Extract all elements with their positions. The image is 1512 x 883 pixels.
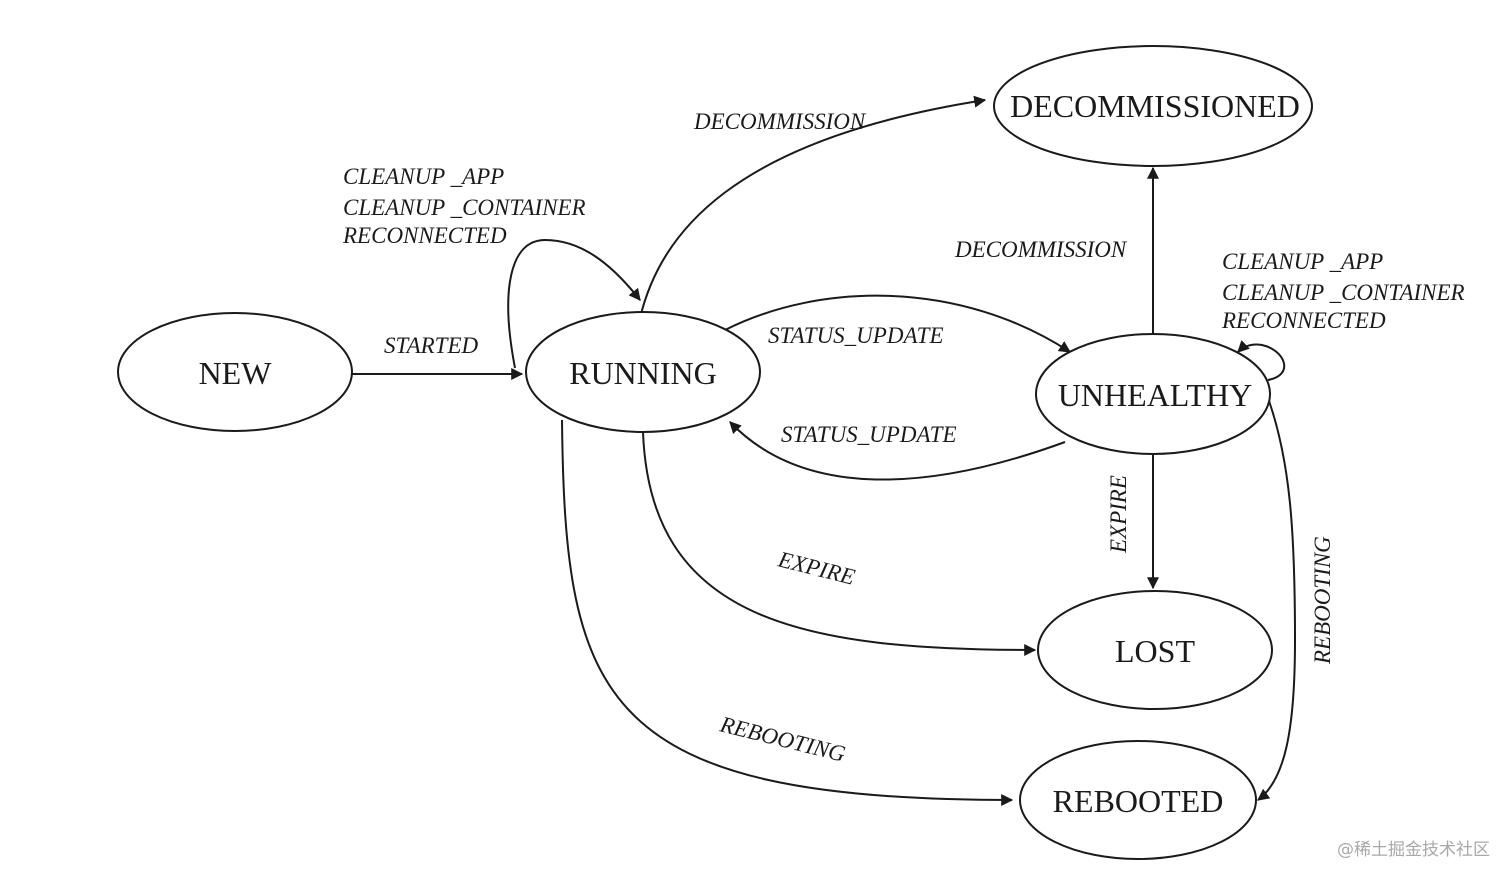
state-decommissioned-label: DECOMMISSIONED (1010, 88, 1300, 124)
state-unhealthy: UNHEALTHY (1035, 333, 1271, 455)
label-unhealthy-to-running: STATUS_UPDATE (781, 422, 957, 447)
label-running-self-2: CLEANUP _CONTAINER (343, 195, 586, 220)
state-rebooted: REBOOTED (1019, 740, 1257, 860)
label-unhealthy-decommission: DECOMMISSION (954, 237, 1128, 262)
label-running-to-unhealthy: STATUS_UPDATE (768, 323, 944, 348)
edge-running-expire (642, 431, 1037, 656)
state-new-label: NEW (199, 355, 273, 391)
label-unhealthy-rebooting: REBOOTING (1310, 536, 1335, 665)
label-running-self-1: CLEANUP _APP (343, 164, 504, 189)
label-running-self-3: RECONNECTED (342, 223, 507, 248)
edge-running-rebooting (561, 419, 1014, 806)
edge-unhealthy-self-loop (1237, 340, 1286, 381)
label-unhealthy-self-3: RECONNECTED (1221, 308, 1386, 333)
label-running-expire: EXPIRE (775, 546, 858, 589)
state-lost-label: LOST (1115, 633, 1195, 669)
label-started: STARTED (384, 333, 479, 358)
state-running-label: RUNNING (569, 355, 717, 391)
edge-running-to-unhealthy (724, 294, 1072, 353)
state-rebooted-label: REBOOTED (1053, 783, 1224, 819)
edge-unhealthy-rebooting (1257, 397, 1297, 801)
edge-running-self-loop (507, 238, 641, 369)
edge-unhealthy-to-running (729, 421, 1066, 481)
state-running: RUNNING (525, 311, 761, 433)
state-lost: LOST (1037, 590, 1273, 710)
state-new: NEW (117, 312, 353, 432)
state-unhealthy-label: UNHEALTHY (1058, 377, 1252, 413)
label-running-decommission: DECOMMISSION (693, 109, 867, 134)
label-running-rebooting: REBOOTING (717, 711, 848, 767)
state-decommissioned: DECOMMISSIONED (993, 45, 1313, 167)
label-unhealthy-self-1: CLEANUP _APP (1222, 249, 1383, 274)
label-unhealthy-self-2: CLEANUP _CONTAINER (1222, 280, 1465, 305)
watermark: @稀土掘金技术社区 (1337, 840, 1490, 860)
edge-running-decommission (639, 95, 987, 319)
label-unhealthy-expire: EXPIRE (1106, 475, 1131, 554)
